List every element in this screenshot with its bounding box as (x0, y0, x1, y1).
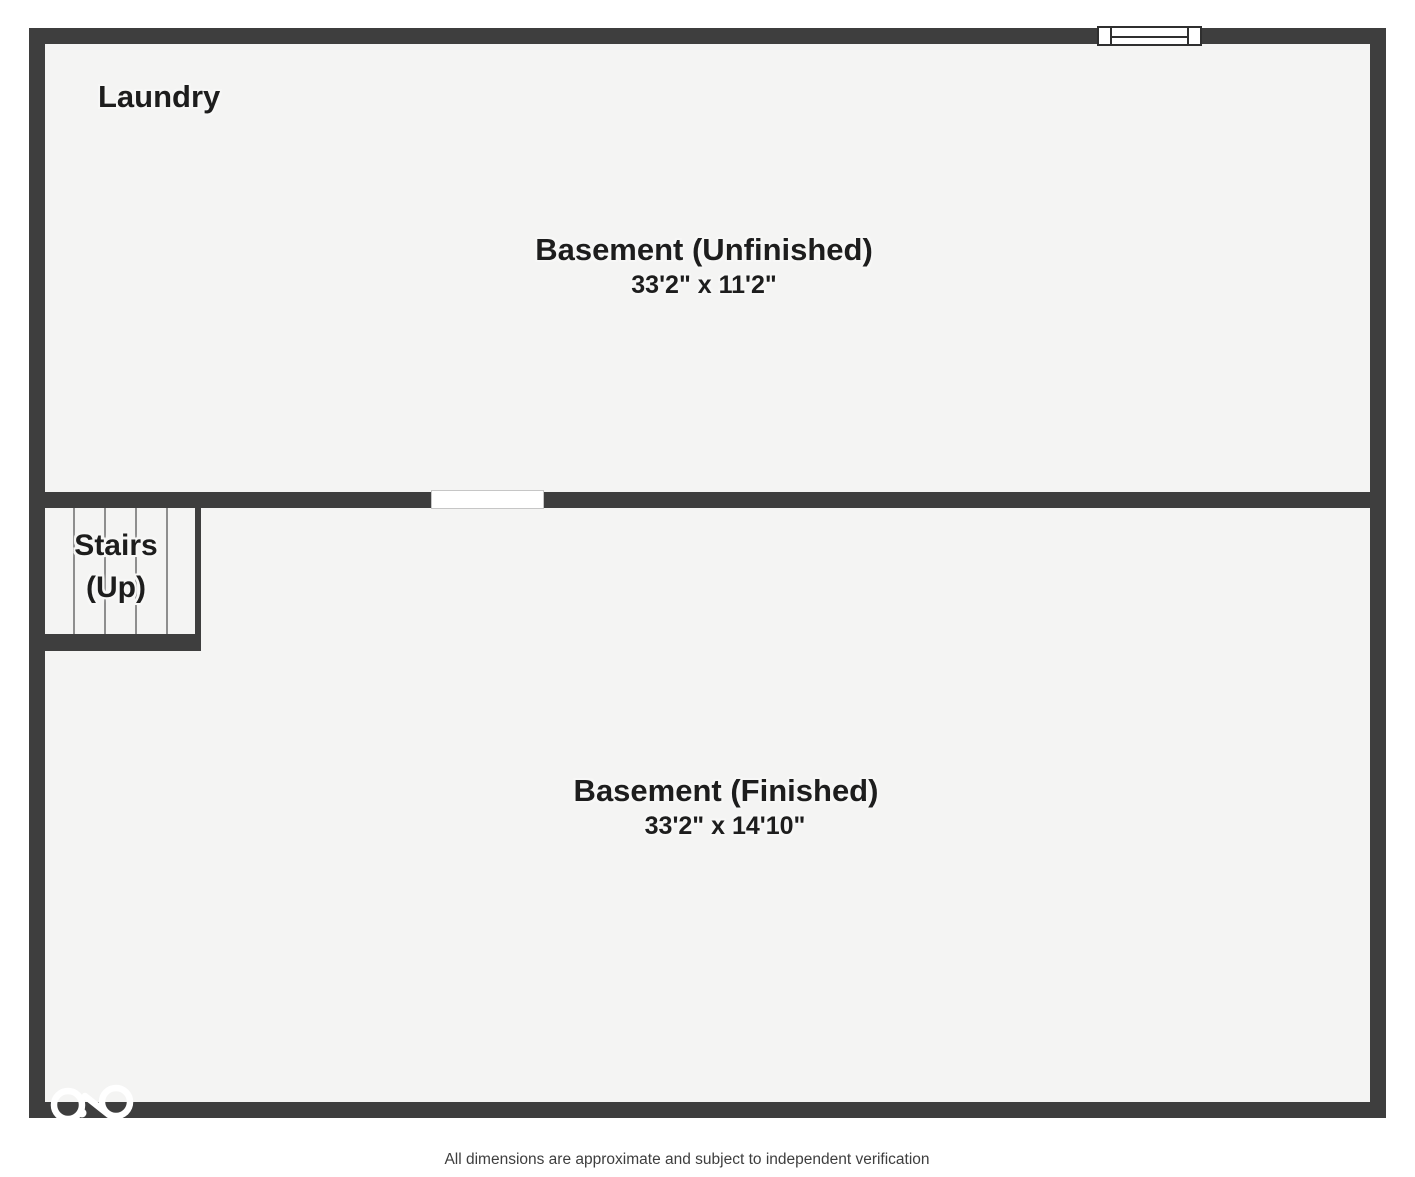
stairs-wall-bottom (39, 634, 201, 651)
stair-tread-line (73, 508, 75, 634)
room-dimensions-basement-finished: 33'2" x 14'10" (644, 812, 806, 840)
stair-tread-line (135, 508, 137, 634)
room-basement-unfinished-floor (45, 44, 1370, 492)
door-opening (431, 490, 544, 509)
window-symbol (1097, 26, 1202, 46)
stairs-label-line1: Stairs (74, 529, 158, 562)
infinity-logo-icon (50, 1084, 134, 1123)
stair-tread-line (166, 508, 168, 634)
stairs-wall-right (195, 508, 201, 651)
floorplan (29, 26, 1386, 1118)
disclaimer-text: All dimensions are approximate and subje… (444, 1151, 930, 1168)
room-label-basement-finished: Basement (Finished) (573, 773, 879, 808)
window-mullion (1187, 28, 1189, 44)
stair-tread-line (104, 508, 106, 634)
room-label-basement-unfinished: Basement (Unfinished) (535, 232, 873, 267)
window-pane-line (1112, 36, 1187, 38)
room-dimensions-basement-unfinished: 33'2" x 11'2" (631, 271, 777, 299)
room-label-stairs: Stairs (Up) (74, 525, 157, 609)
window-mullion (1110, 28, 1112, 44)
room-basement-finished-floor (45, 508, 1370, 1102)
stairs-label-line2: (Up) (86, 571, 146, 604)
room-label-laundry: Laundry (98, 79, 221, 114)
